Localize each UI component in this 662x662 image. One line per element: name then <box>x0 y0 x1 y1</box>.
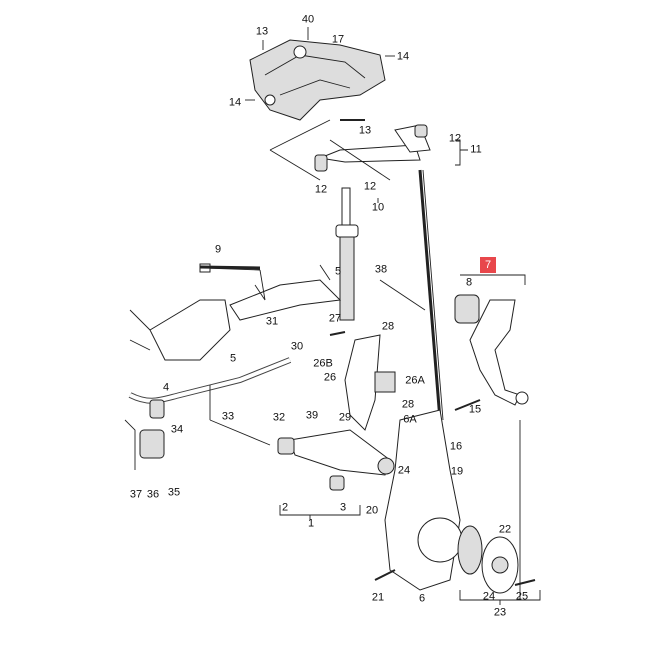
part-label: 15 <box>468 403 482 416</box>
part-label: 6A <box>403 413 417 426</box>
part-label: 26B <box>313 357 333 370</box>
part-label: 5 <box>229 352 237 365</box>
part-label: 24 <box>397 464 411 477</box>
shock-absorber <box>335 187 359 321</box>
part-7-arm <box>454 294 529 406</box>
stabilizer-bar <box>128 357 292 459</box>
part-label: 20 <box>365 504 379 517</box>
coupling-rod <box>418 169 444 421</box>
part-label: 37 <box>129 488 143 501</box>
part-label: 27 <box>328 312 342 325</box>
part-label: 39 <box>305 409 319 422</box>
part-label: 11 <box>470 143 482 156</box>
part-label: 8 <box>465 276 473 289</box>
part-label: 23 <box>493 606 507 619</box>
part-label: 28 <box>381 320 395 333</box>
part-label: 6 <box>418 592 426 605</box>
part-label: 5 <box>334 265 342 278</box>
part-label: 14 <box>228 96 242 109</box>
part-label: 33 <box>221 410 235 423</box>
bracket-left <box>129 299 231 361</box>
wheel-bearing-housing <box>384 409 483 591</box>
part-label: 25 <box>515 590 529 603</box>
upper-arms <box>314 124 431 172</box>
part-label: 3 <box>339 501 347 514</box>
part-label: 1 <box>307 517 315 530</box>
part-label: 14 <box>396 50 410 63</box>
part-label: 32 <box>272 411 286 424</box>
part-label: 19 <box>450 465 464 478</box>
part-label: 13 <box>358 124 372 137</box>
part-label: 17 <box>331 33 345 46</box>
part-label: 38 <box>374 263 388 276</box>
part-label: 4 <box>162 381 170 394</box>
part-label: 12 <box>314 183 328 196</box>
part-label: 30 <box>290 340 304 353</box>
part-label: 2 <box>281 501 289 514</box>
part-label: 28 <box>401 398 415 411</box>
part-label: 24 <box>482 590 496 603</box>
part-label: 26A <box>405 374 425 387</box>
part-label: 31 <box>265 315 279 328</box>
part-label: 12 <box>448 132 462 145</box>
part-label: 13 <box>255 25 269 38</box>
part-label: 22 <box>498 523 512 536</box>
bolts <box>199 119 536 586</box>
part-label: 40 <box>301 13 315 26</box>
part-label: 34 <box>170 423 184 436</box>
part-label: 21 <box>371 591 385 604</box>
lower-arm <box>277 429 395 491</box>
part-label: 9 <box>214 243 222 256</box>
part-label: 26 <box>323 371 337 384</box>
wheel-hub <box>481 536 519 594</box>
part-label: 36 <box>146 488 160 501</box>
part-label: 35 <box>167 486 181 499</box>
part-label: 16 <box>449 440 463 453</box>
leader-lines <box>124 27 541 605</box>
part-label: 12 <box>363 180 377 193</box>
strut-fork <box>344 334 396 431</box>
part-label: 10 <box>371 201 385 214</box>
highlighted-part-badge[interactable]: 7 <box>480 257 496 273</box>
subframe <box>249 39 386 121</box>
part-label: 29 <box>338 411 352 424</box>
